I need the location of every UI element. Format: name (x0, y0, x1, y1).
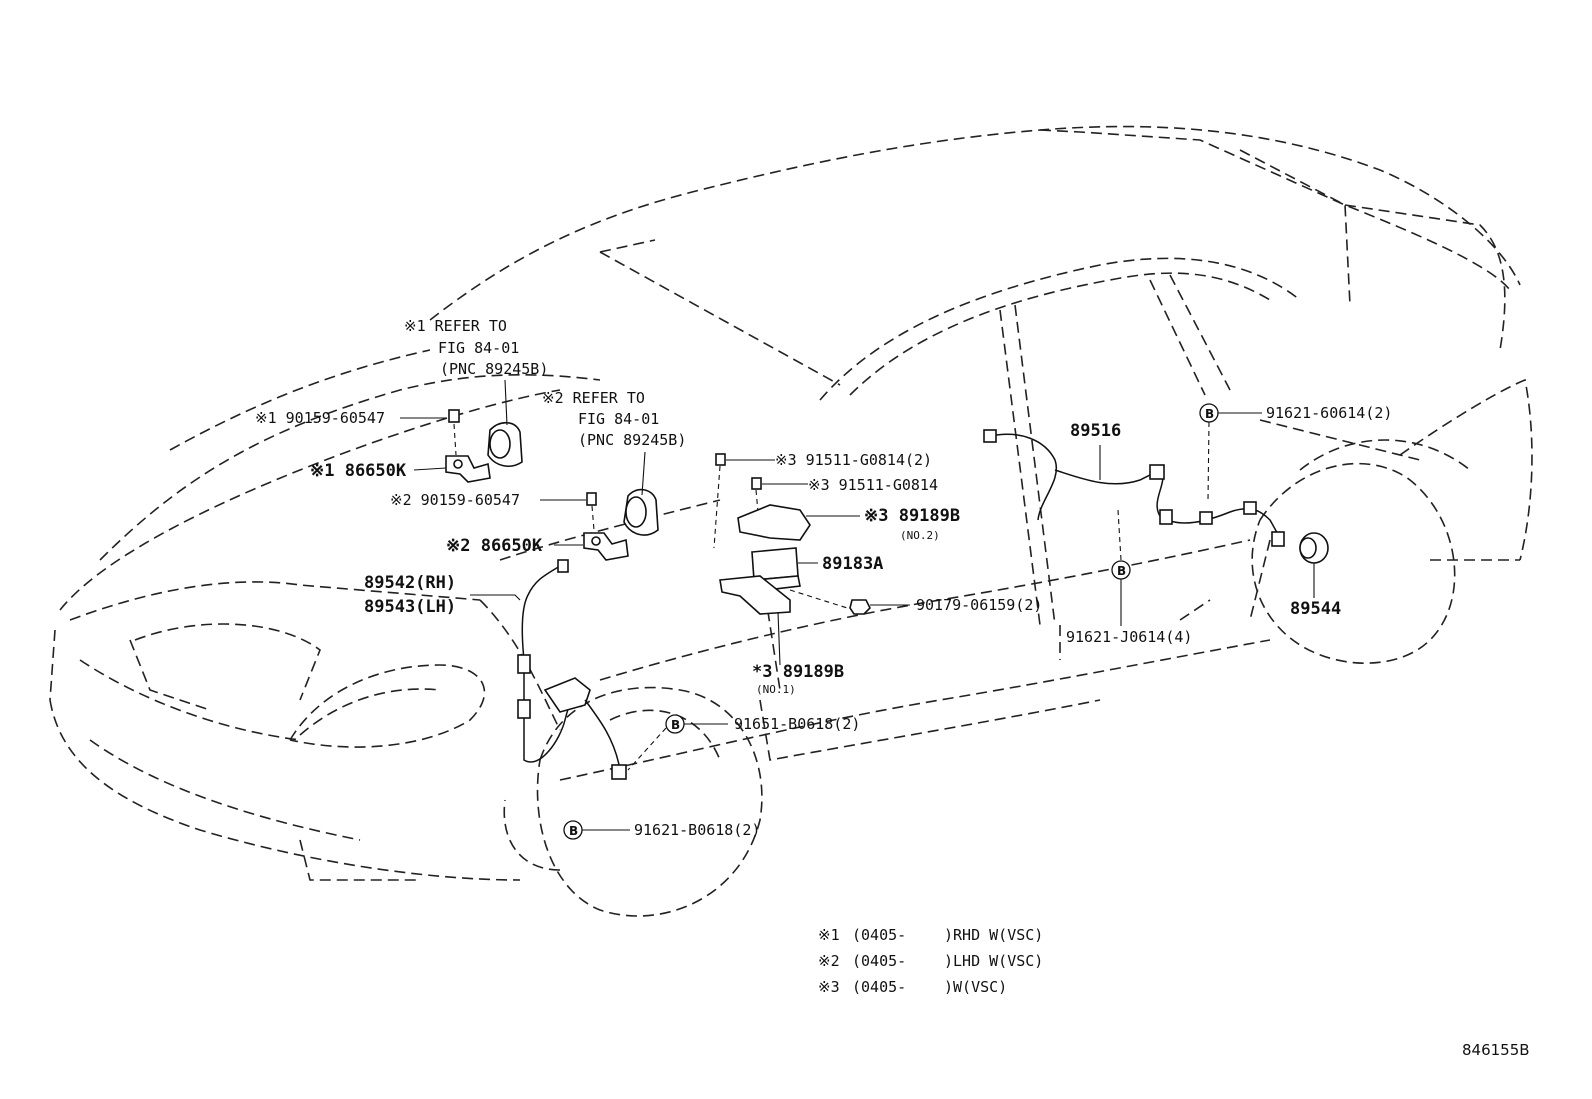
rear-rotor-label: 89544 (1290, 599, 1341, 619)
ref1-label-line1: ※1 REFER TO (404, 317, 507, 335)
parts: B B B B (445, 403, 1329, 840)
screw-b-label: ※3 91511-G0814 (808, 476, 938, 494)
clamp-front-b-label: 91651-B0618(2) (734, 715, 860, 733)
bracket2-part (583, 532, 629, 561)
applicability-notes: ※1 (0405- )RHD W(VSC) ※2 (0405- )LHD W(V… (818, 926, 1043, 996)
screw-b-part (751, 477, 762, 490)
note-3-spec: )W(VSC) (944, 978, 1007, 996)
note-1-code: (0405- (852, 926, 906, 944)
figure-code: 846155B (1462, 1041, 1530, 1059)
bracket1-part (445, 455, 491, 483)
front-sensor-harness (521, 565, 581, 763)
note-2-mark: ※2 (818, 952, 840, 970)
bracket-no2-part (737, 504, 811, 541)
svg-text:B: B (671, 718, 680, 732)
yaw-sensor-label: 89183A (822, 554, 883, 574)
clamp-rear-mid-label: 91621-J0614(4) (1066, 628, 1192, 646)
ref1-label-line2: FIG 84-01 (438, 339, 519, 357)
svg-text:B: B (1117, 564, 1126, 578)
note-2-code: (0405- (852, 952, 906, 970)
ref1-label-line3: (PNC 89245B) (440, 360, 548, 378)
front-sensor-rh-label: 89542(RH) (364, 573, 456, 593)
rear-harness-label: 89516 (1070, 421, 1121, 441)
svg-text:B: B (1205, 407, 1214, 421)
note-3-code: (0405- (852, 978, 906, 996)
clamp-rear-top-label: 91621-60614(2) (1266, 404, 1392, 422)
note-1-mark: ※1 (818, 926, 840, 944)
bolt1-part (448, 409, 460, 423)
nut-label: 90179-06159(2) (916, 596, 1042, 614)
bracket-no2-sublabel: (NO.2) (900, 529, 940, 542)
bolt2-label: ※2 90159-60547 (390, 491, 520, 509)
bolt2-part (586, 492, 597, 506)
svg-text:B: B (569, 824, 578, 838)
yaw-sensor-part (751, 547, 799, 581)
clamp-front-c-label: 91621-B0618(2) (634, 821, 760, 839)
screw-a-part (715, 453, 726, 466)
bracket-no1-label: *3 89189B (752, 662, 844, 682)
car-outline (49, 125, 1533, 917)
screw-a-label: ※3 91511-G0814(2) (775, 451, 932, 469)
front-sensor-lh-label: 89543(LH) (364, 597, 456, 617)
bracket-no2-label: ※3 89189B (864, 506, 960, 526)
bracket2-label: ※2 86650K (446, 536, 543, 556)
bolt1-label: ※1 90159-60547 (255, 409, 385, 427)
nut-part (849, 599, 871, 615)
note-3-mark: ※3 (818, 978, 840, 996)
bracket1-label: ※1 86650K (310, 461, 407, 481)
callout-labels: ※1 REFER TO FIG 84-01 (PNC 89245B) ※2 RE… (255, 317, 1392, 839)
bracket-no1-part (719, 575, 791, 615)
ref2-label-line3: (PNC 89245B) (578, 431, 686, 449)
leader-lines (400, 379, 1315, 831)
note-1-spec: )RHD W(VSC) (944, 926, 1043, 944)
ref2-label-line1: ※2 REFER TO (542, 389, 645, 407)
note-2-spec: )LHD W(VSC) (944, 952, 1043, 970)
bracket-no1-sublabel: (NO.1) (756, 683, 796, 696)
ref2-label-line2: FIG 84-01 (578, 410, 659, 428)
